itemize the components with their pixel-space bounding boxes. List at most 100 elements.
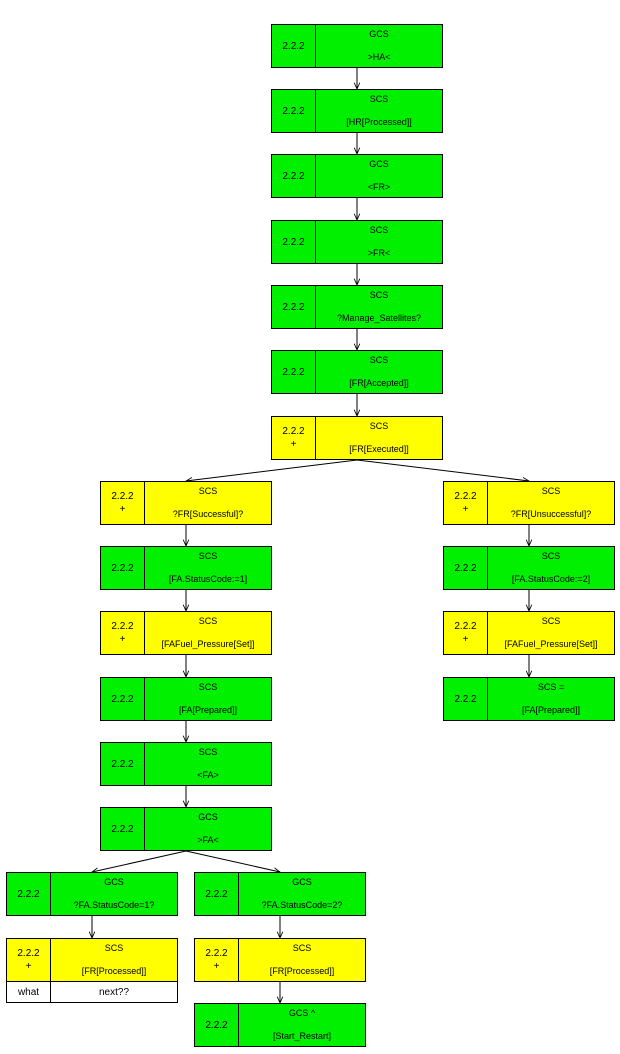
node-body: SCS <FA> — [145, 743, 271, 785]
flow-node-r3[interactable]: 2.2.2 + SCS [FAFuel_Pressure[Set]] — [443, 611, 615, 655]
node-body: SCS [FR[Processed]] — [51, 939, 177, 981]
node-title: SCS — [198, 616, 218, 626]
node-label: ?Manage_Satellites? — [336, 313, 422, 323]
flow-node-l5[interactable]: 2.2.2 SCS <FA> — [100, 742, 272, 786]
node-id: 2.2.2 — [282, 426, 305, 437]
node-id: 2.2.2 — [17, 888, 40, 900]
node-label: [FAFuel_Pressure[Set]] — [161, 639, 255, 649]
flow-node-l3[interactable]: 2.2.2+ SCS [FAFuel_Pressure[Set]] — [100, 611, 272, 655]
node-id-cell: 2.2.2 + — [272, 417, 316, 459]
node-id-cell: 2.2.2 — [272, 221, 316, 263]
node-title: SCS — [369, 225, 389, 235]
node-label: ?FR[Successful]? — [172, 509, 244, 519]
edge-l6-lr1 — [185, 850, 280, 872]
node-title: SCS — [292, 943, 312, 953]
node-label: >HA< — [367, 52, 391, 62]
node-title: GCS — [369, 29, 389, 39]
node-body: GCS ^[Start_Restart] — [239, 1004, 365, 1046]
node-label: <FR> — [367, 182, 391, 192]
node-plus-marker: + — [119, 504, 126, 515]
node-id: 2.2.2 — [282, 366, 305, 378]
node-plus-marker: + — [462, 634, 469, 645]
node-id: 2.2.2 — [111, 758, 134, 770]
flow-node-ll2[interactable]: 2.2.2+SCS[FR[Processed]] — [6, 938, 178, 982]
node-id: 2.2.2 — [282, 236, 305, 248]
node-label: <FA> — [197, 770, 219, 780]
node-title: SCS — [369, 94, 389, 104]
flow-node-lr1[interactable]: 2.2.2 GCS?FA.StatusCode=2? — [194, 872, 366, 916]
node-body: SCS[FA.StatusCode:=2] — [488, 547, 614, 589]
node-id-cell: 2.2.2 — [101, 808, 145, 850]
node-title: SCS — [369, 290, 389, 300]
node-title: SCS — [104, 943, 124, 953]
flow-node-r1[interactable]: 2.2.2+SCS?FR[Unsuccessful]? — [443, 481, 615, 525]
node-id-cell: 2.2.2 — [444, 678, 488, 720]
node-title: SCS — [369, 355, 389, 365]
node-id: 2.2.2 — [454, 621, 477, 632]
node-body: SCS[FR[Processed]] — [239, 939, 365, 981]
node-title: SCS — [198, 747, 218, 757]
node-label: [FR[Processed]] — [81, 966, 147, 976]
node-label: ?FR[Unsuccessful]? — [510, 509, 592, 519]
node-title: SCS = — [537, 682, 565, 692]
node-body: SCS [FAFuel_Pressure[Set]] — [488, 612, 614, 654]
node-id-cell: 2.2.2 — [272, 90, 316, 132]
node-title: SCS — [198, 682, 218, 692]
node-body: GCS >HA< — [316, 25, 442, 67]
flow-node-l1[interactable]: 2.2.2+ SCS ?FR[Successful]? — [100, 481, 272, 525]
flow-node-n7[interactable]: 2.2.2 + SCS [FR[Executed]] — [271, 416, 443, 460]
node-id-cell: 2.2.2+ — [101, 482, 145, 524]
node-id: 2.2.2 — [282, 105, 305, 117]
node-body: SCS[FA.StatusCode:=1] — [145, 547, 271, 589]
node-label: [FR[Executed]] — [349, 444, 409, 454]
edge-n7-l1 — [186, 459, 358, 481]
flow-node-ll1[interactable]: 2.2.2 GCS?FA.StatusCode=1? — [6, 872, 178, 916]
node-title: SCS — [541, 616, 561, 626]
node-title: GCS — [198, 812, 218, 822]
node-body: GCS?FA.StatusCode=2? — [239, 873, 365, 915]
node-id: 2.2.2 — [454, 693, 477, 705]
node-title: SCS — [541, 551, 561, 561]
node-label: >FA< — [197, 835, 219, 845]
node-body: SCS[HR[Processed]] — [316, 90, 442, 132]
node-title: SCS — [198, 486, 218, 496]
flow-node-lr2[interactable]: 2.2.2+SCS[FR[Processed]] — [194, 938, 366, 982]
node-plus-marker: + — [213, 961, 220, 972]
node-id: 2.2.2 — [111, 562, 134, 574]
node-id-cell: 2.2.2 — [272, 351, 316, 393]
node-id-cell: 2.2.2 — [444, 547, 488, 589]
flow-node-l4[interactable]: 2.2.2 SCS [FA[Prepared]] — [100, 677, 272, 721]
node-body: GCS >FA< — [145, 808, 271, 850]
node-id: 2.2.2 — [282, 170, 305, 182]
edge-l6-ll1 — [92, 850, 187, 872]
node-label: [FAFuel_Pressure[Set]] — [504, 639, 598, 649]
node-id-cell: 2.2.2+ — [101, 612, 145, 654]
node-label: [Start_Restart] — [272, 1031, 332, 1041]
node-id-cell: 2.2.2 — [7, 873, 51, 915]
node-id-cell: 2.2.2 — [101, 547, 145, 589]
node-id: 2.2.2 — [454, 491, 477, 502]
node-id-cell: 2.2.2 — [101, 678, 145, 720]
node-id-cell: 2.2.2+ — [195, 939, 239, 981]
node-title: SCS — [369, 421, 389, 431]
flow-node-n2[interactable]: 2.2.2 SCS[HR[Processed]] — [271, 89, 443, 133]
node-plus-marker: + — [25, 961, 32, 972]
node-id: 2.2.2 — [111, 693, 134, 705]
node-body: GCS?FA.StatusCode=1? — [51, 873, 177, 915]
node-plus-marker: + — [462, 504, 469, 515]
flow-node-l6[interactable]: 2.2.2 GCS >FA< — [100, 807, 272, 851]
node-id: 2.2.2 — [205, 888, 228, 900]
node-label: [FA[Prepared]] — [178, 705, 238, 715]
flow-node-l2[interactable]: 2.2.2 SCS[FA.StatusCode:=1] — [100, 546, 272, 590]
node-plus-marker: + — [119, 634, 126, 645]
node-plus-marker: + — [290, 439, 297, 450]
